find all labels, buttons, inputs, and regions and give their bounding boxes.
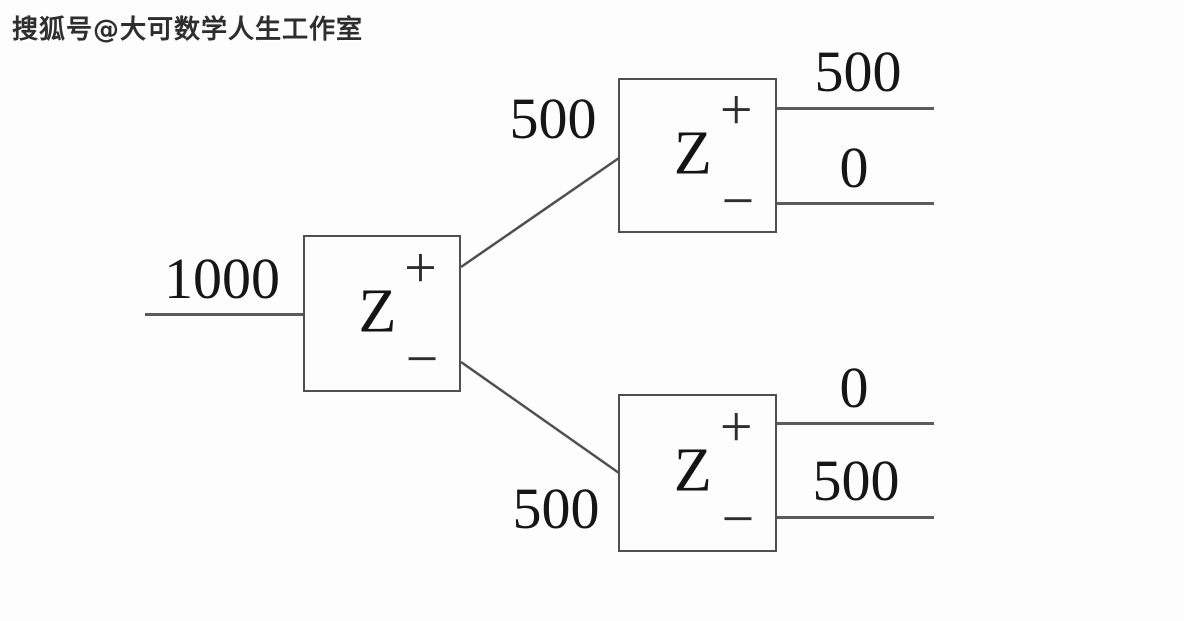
plus-icon: +	[719, 393, 753, 459]
bottom-z-node: Z + −	[618, 394, 777, 552]
bottom-node-plus-output-line	[777, 422, 934, 425]
input-line	[145, 313, 303, 316]
watermark-text: 搜狐号@大可数学人生工作室	[12, 15, 364, 45]
bottom-plus-output-value-label: 0	[839, 355, 869, 420]
bottom-z-label: Z	[673, 436, 712, 505]
branch-up-value-label: 500	[509, 86, 597, 151]
top-minus-output-value-label: 0	[839, 135, 869, 200]
input-value-label: 1000	[164, 246, 280, 311]
top-node-plus-output-line	[777, 107, 934, 110]
top-plus-output-value-label: 500	[814, 39, 902, 104]
top-z-node: Z + −	[618, 78, 777, 233]
branch-up-line	[460, 156, 620, 269]
top-z-label: Z	[673, 119, 712, 188]
minus-icon: −	[405, 326, 439, 392]
plus-icon: +	[719, 77, 753, 143]
root-z-label: Z	[358, 277, 397, 346]
minus-icon: −	[721, 486, 755, 552]
minus-icon: −	[721, 167, 755, 233]
bottom-node-minus-output-line	[777, 516, 934, 519]
root-z-node: Z + −	[303, 235, 461, 392]
bottom-minus-output-value-label: 500	[812, 448, 900, 513]
branch-down-line	[460, 360, 620, 475]
branch-down-value-label: 500	[512, 476, 600, 541]
top-node-minus-output-line	[777, 202, 934, 205]
plus-icon: +	[404, 234, 437, 300]
